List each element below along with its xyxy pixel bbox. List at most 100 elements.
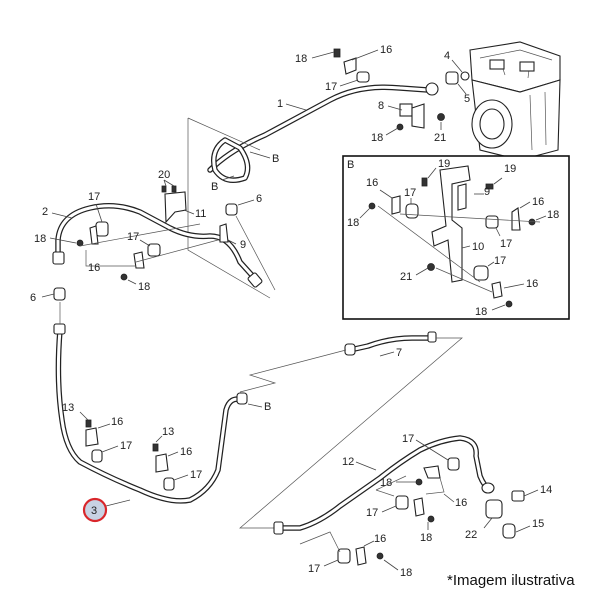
callout-18c: 18 <box>475 306 487 318</box>
fitting-6a <box>53 287 66 301</box>
bolt-18a <box>76 239 84 247</box>
callout-20: 20 <box>158 169 170 181</box>
clamp-16 <box>343 57 357 75</box>
callout-18a: 18 <box>547 209 559 221</box>
seal-ring-4 <box>460 71 470 81</box>
pipe-1 <box>207 82 439 183</box>
clamp-16a <box>89 225 99 245</box>
bushing-17-12a <box>447 457 460 471</box>
bolt-18-12c <box>376 552 384 560</box>
callout-18a: 18 <box>34 233 46 245</box>
bolt-18-12b <box>427 515 435 523</box>
bushing-17b <box>147 243 161 257</box>
fitting-6b <box>225 203 238 216</box>
callout-21: 21 <box>434 132 446 144</box>
callout-17a: 17 <box>404 187 416 199</box>
callouts-bottom-right: 17 12 18 16 17 18 14 15 22 16 17 18 <box>308 433 552 579</box>
clamp-16-3a <box>85 427 99 447</box>
callout-7: 7 <box>396 347 402 359</box>
bolt-13a <box>85 419 92 428</box>
clamp-16-12c <box>355 546 367 566</box>
callout-14: 14 <box>540 484 552 496</box>
callout-18b: 18 <box>371 132 383 144</box>
callouts-detail: 19 19 16 17 9 16 18 18 17 10 17 21 16 18 <box>347 158 559 318</box>
guide-b-top <box>187 117 271 299</box>
fitting-15 <box>502 523 516 539</box>
callout-22: 22 <box>465 529 477 541</box>
callout-18b: 18 <box>347 217 359 229</box>
clamp-16b <box>133 251 145 269</box>
callout-2: 2 <box>42 206 48 218</box>
callout-17: 17 <box>325 81 337 93</box>
callout-16b: 16 <box>374 533 386 545</box>
bolt-13b <box>152 443 159 452</box>
nut-18 <box>396 123 404 131</box>
guide-6 <box>235 215 276 291</box>
callout-21: 21 <box>400 271 412 283</box>
callout-3: 3 <box>91 505 97 517</box>
illustrative-image-caption: *Imagem ilustrativa <box>447 572 575 589</box>
callouts-middle: 7 B 13 16 17 13 16 17 <box>62 347 402 481</box>
bolt-18 <box>333 48 341 58</box>
callout-17-3b: 17 <box>190 469 202 481</box>
air-compressor <box>469 41 561 161</box>
callout-1: 1 <box>277 98 283 110</box>
callout-16: 16 <box>380 44 392 56</box>
bracket-11 <box>164 191 187 224</box>
guide-7 <box>239 337 463 529</box>
bolt-18-12a <box>415 478 423 486</box>
clamp-16-12b <box>413 497 425 517</box>
callout-9: 9 <box>240 239 246 251</box>
callout-19a: 19 <box>438 158 450 170</box>
bolt-20b <box>171 185 177 193</box>
callout-17c: 17 <box>308 563 320 575</box>
clamp-16-3b <box>155 453 169 473</box>
pipe-3 <box>53 323 248 504</box>
callout-b-2: B <box>211 181 218 193</box>
bushing-17 <box>356 71 370 83</box>
callouts-left: 20 11 6 2 17 18 16 17 9 18 6 <box>30 169 262 304</box>
pipe-12 <box>273 435 495 535</box>
callout-15: 15 <box>532 518 544 530</box>
callout-b-3: B <box>264 401 271 413</box>
callout-9: 9 <box>484 186 490 198</box>
callout-6a: 6 <box>256 193 262 205</box>
callout-8: 8 <box>378 100 384 112</box>
detail-box-b: B <box>342 155 570 320</box>
callout-16-3b: 16 <box>180 446 192 458</box>
bolt-18b <box>120 273 128 281</box>
callout-16: 16 <box>88 262 100 274</box>
callout-b-1: B <box>272 153 279 165</box>
callout-18c: 18 <box>400 567 412 579</box>
highlighted-callout-3[interactable]: 3 <box>82 497 131 523</box>
callout-17a: 17 <box>402 433 414 445</box>
fitting-5 <box>445 71 459 85</box>
callout-16b: 16 <box>532 196 544 208</box>
callout-5: 5 <box>464 93 470 105</box>
callout-17c: 17 <box>494 255 506 267</box>
callout-4: 4 <box>444 50 450 62</box>
callout-18b: 18 <box>420 532 432 544</box>
fitting-14 <box>511 490 525 502</box>
callout-17-3a: 17 <box>120 440 132 452</box>
bolt-20a <box>161 185 167 193</box>
bushing-17-12c <box>337 548 351 564</box>
callout-6b: 6 <box>30 292 36 304</box>
nut-21 <box>437 113 445 121</box>
bracket-plate <box>411 103 425 129</box>
callout-17b: 17 <box>127 231 139 243</box>
callout-17a: 17 <box>88 191 100 203</box>
callout-16-3a: 16 <box>111 416 123 428</box>
bushing-17-12b <box>395 495 409 510</box>
callout-10: 10 <box>472 241 484 253</box>
callout-18b: 18 <box>138 281 150 293</box>
bushing-17-3b <box>163 477 175 491</box>
callout-17b: 17 <box>500 238 512 250</box>
bushing-17a <box>95 221 109 237</box>
callout-16c: 16 <box>526 278 538 290</box>
callout-17b: 17 <box>366 507 378 519</box>
callout-11: 11 <box>195 208 206 220</box>
callout-16a: 16 <box>366 177 378 189</box>
callout-18a: 18 <box>380 477 392 489</box>
guide-bottom <box>299 475 407 553</box>
